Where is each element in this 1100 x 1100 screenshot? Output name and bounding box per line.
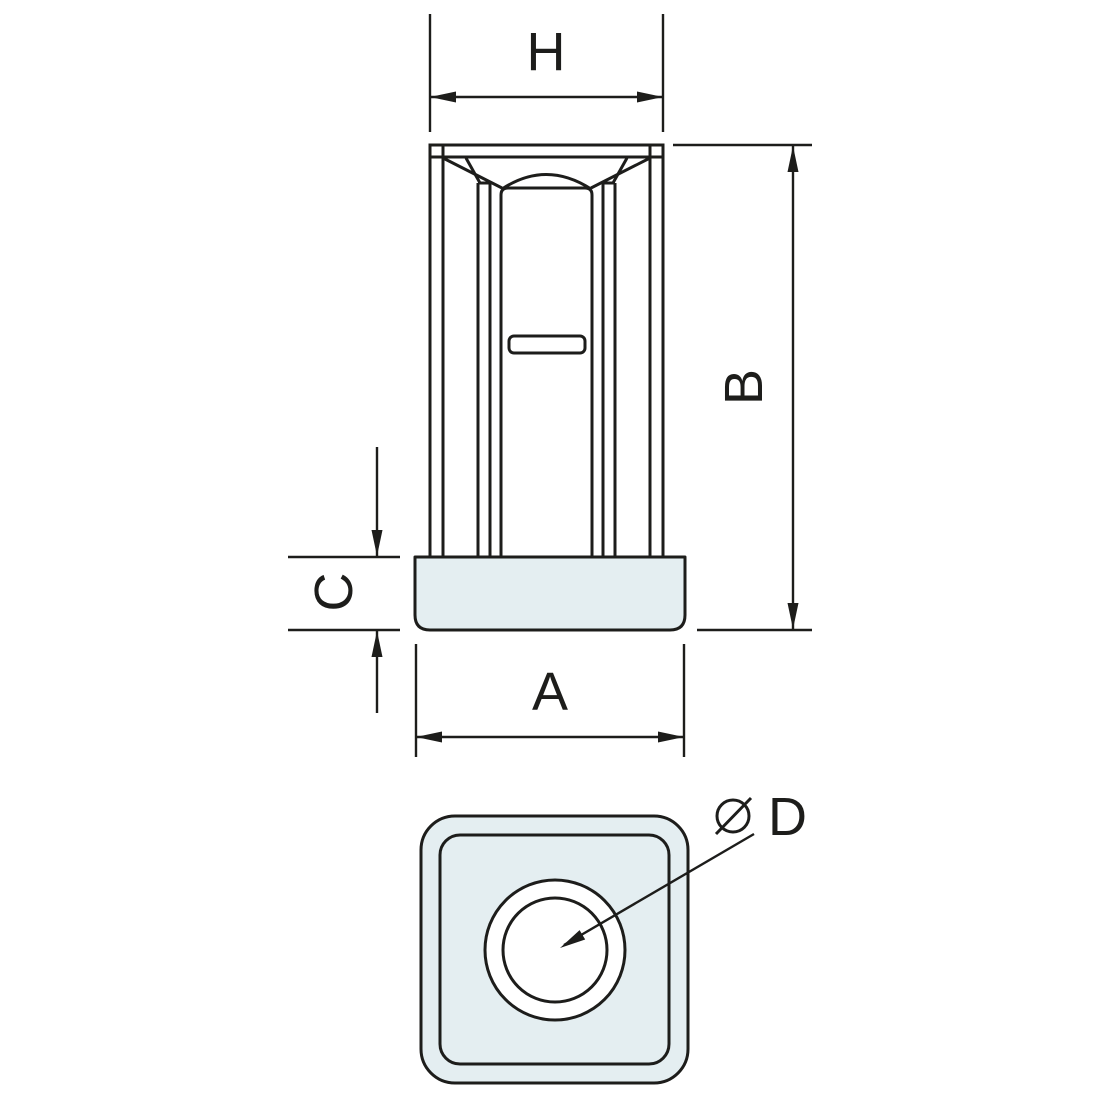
dimension-label-a: A [532,662,568,722]
taper-line [442,156,503,190]
arrowhead [787,603,799,629]
ribs [428,157,665,557]
diameter-symbol-slash [714,796,753,836]
hole-inner-circle [501,896,609,1004]
arrowhead [560,930,586,948]
leader-line [563,832,755,947]
diameter-symbol-circle [715,798,751,834]
front-view [413,143,687,632]
dimension-c: C [288,447,400,713]
throat-curve [501,173,592,191]
taper-line [590,156,651,190]
core-outline [499,186,594,557]
dimension-label-b: B [714,369,774,405]
dimension-b: B [673,143,812,632]
dimension-h: H [428,14,665,132]
bottom-view: D [419,787,807,1085]
top-rim [428,143,665,159]
arrowhead [371,631,383,657]
arrowhead [416,731,442,743]
arrowhead [787,146,799,172]
dimension-label-c: C [304,573,364,612]
arrowhead [430,91,456,103]
arrowhead [658,731,684,743]
base-inner-outline [438,833,671,1066]
dimension-a: A [414,644,686,757]
flange-outline [413,555,687,632]
dimension-label-h: H [527,22,566,82]
arrowhead [371,530,383,556]
taper-line [464,157,482,184]
latch-slot [507,334,587,355]
diameter-symbol-icon [714,796,753,836]
dimension-label-d: D [768,787,807,847]
taper-line [611,157,629,184]
arrowhead [637,91,663,103]
